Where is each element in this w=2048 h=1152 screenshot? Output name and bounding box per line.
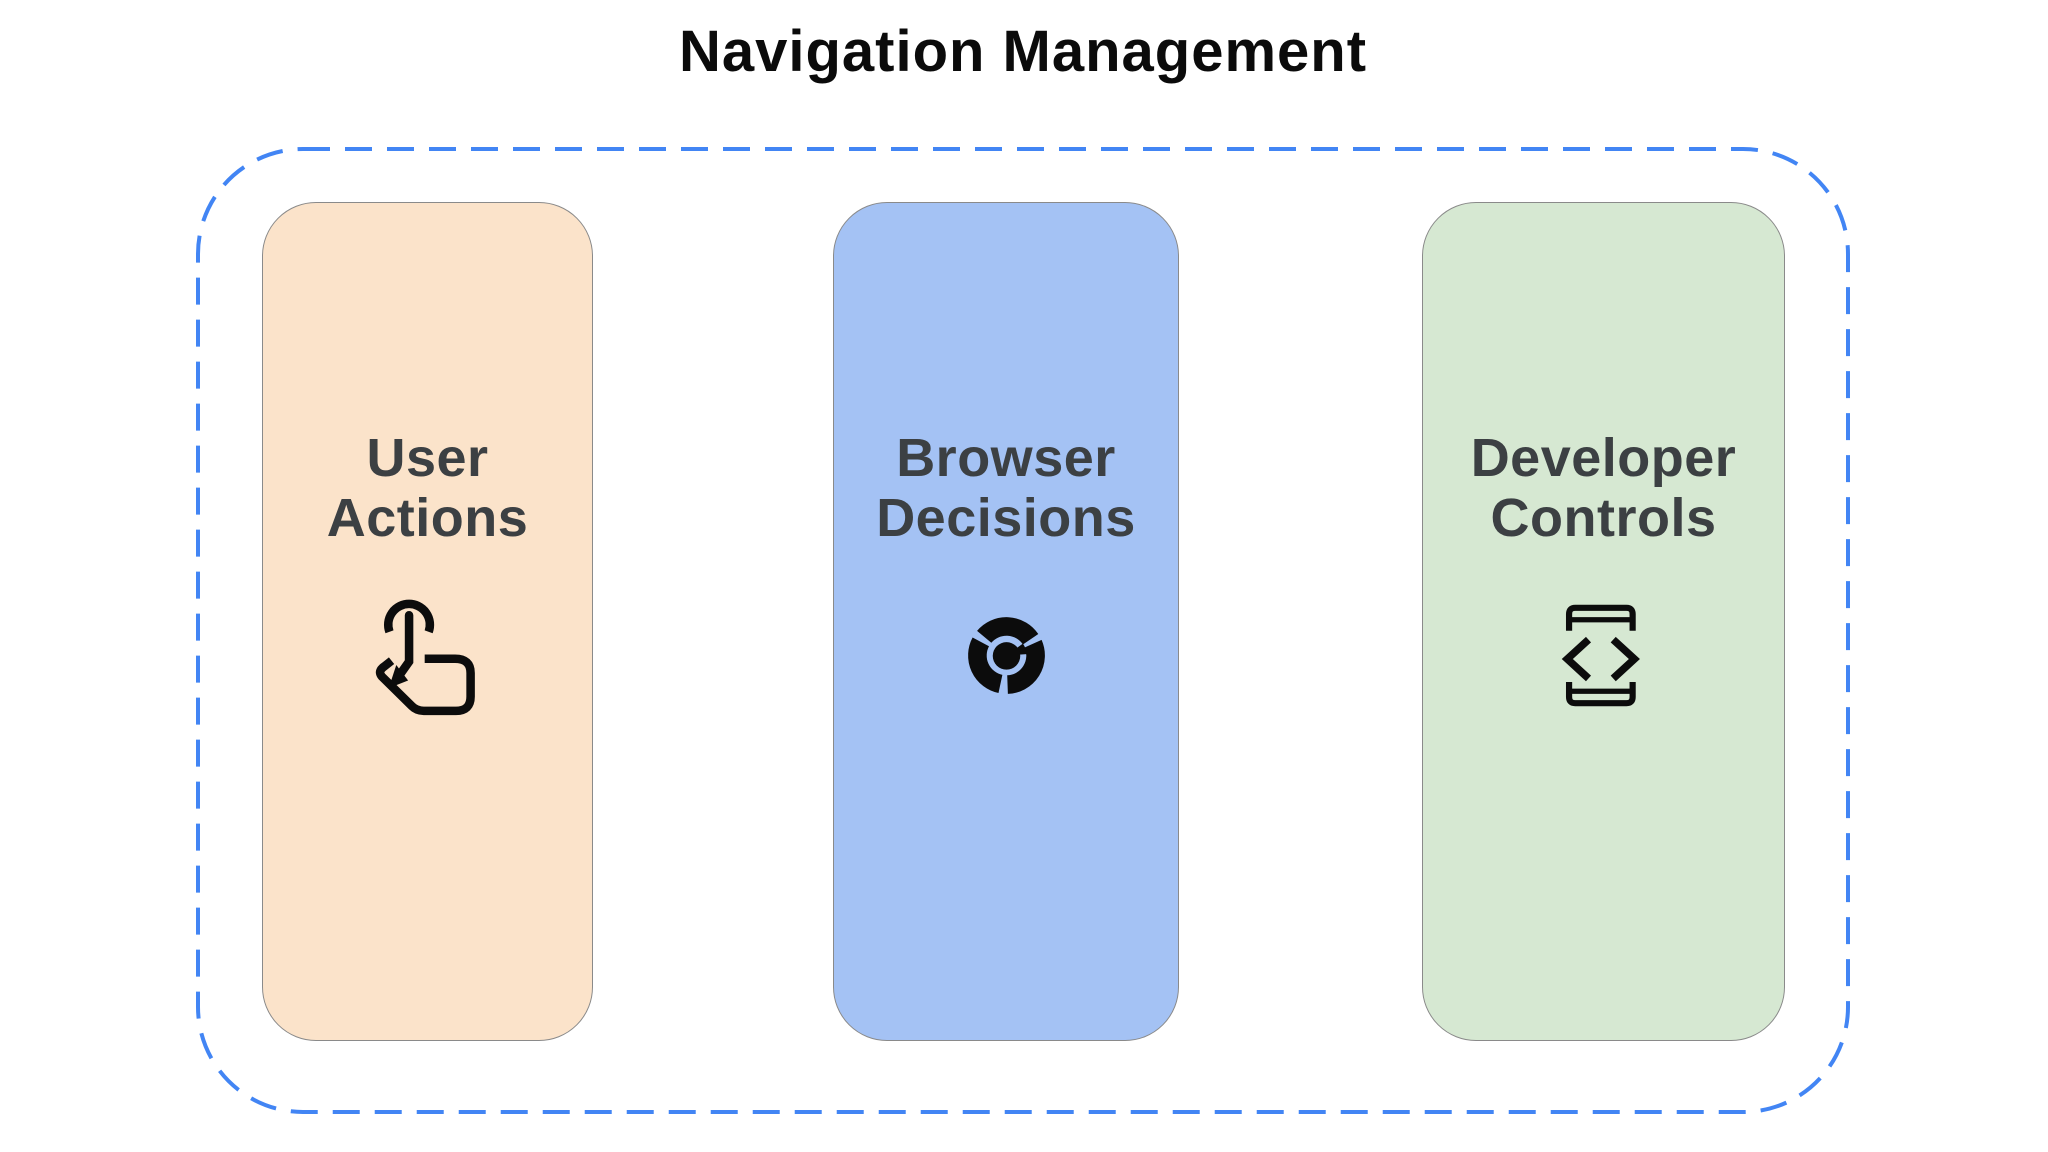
developer-mode-icon [1559, 584, 1648, 726]
dashed-group-border-rect [196, 147, 1850, 1114]
card-user-actions-label: User Actions [326, 428, 529, 548]
diagram-title: Navigation Management [678, 19, 1368, 84]
card-user-actions: User Actions [262, 202, 593, 1041]
card-developer-controls-label: Developer Controls [1470, 428, 1737, 548]
card-browser-decisions: Browser Decisions [833, 202, 1179, 1041]
dashed-group-border [196, 147, 1850, 1114]
card-developer-controls: Developer Controls [1422, 202, 1785, 1041]
chrome-browser-icon [958, 584, 1055, 726]
card-browser-decisions-label: Browser Decisions [876, 428, 1136, 548]
tap-gesture-icon [373, 584, 483, 726]
